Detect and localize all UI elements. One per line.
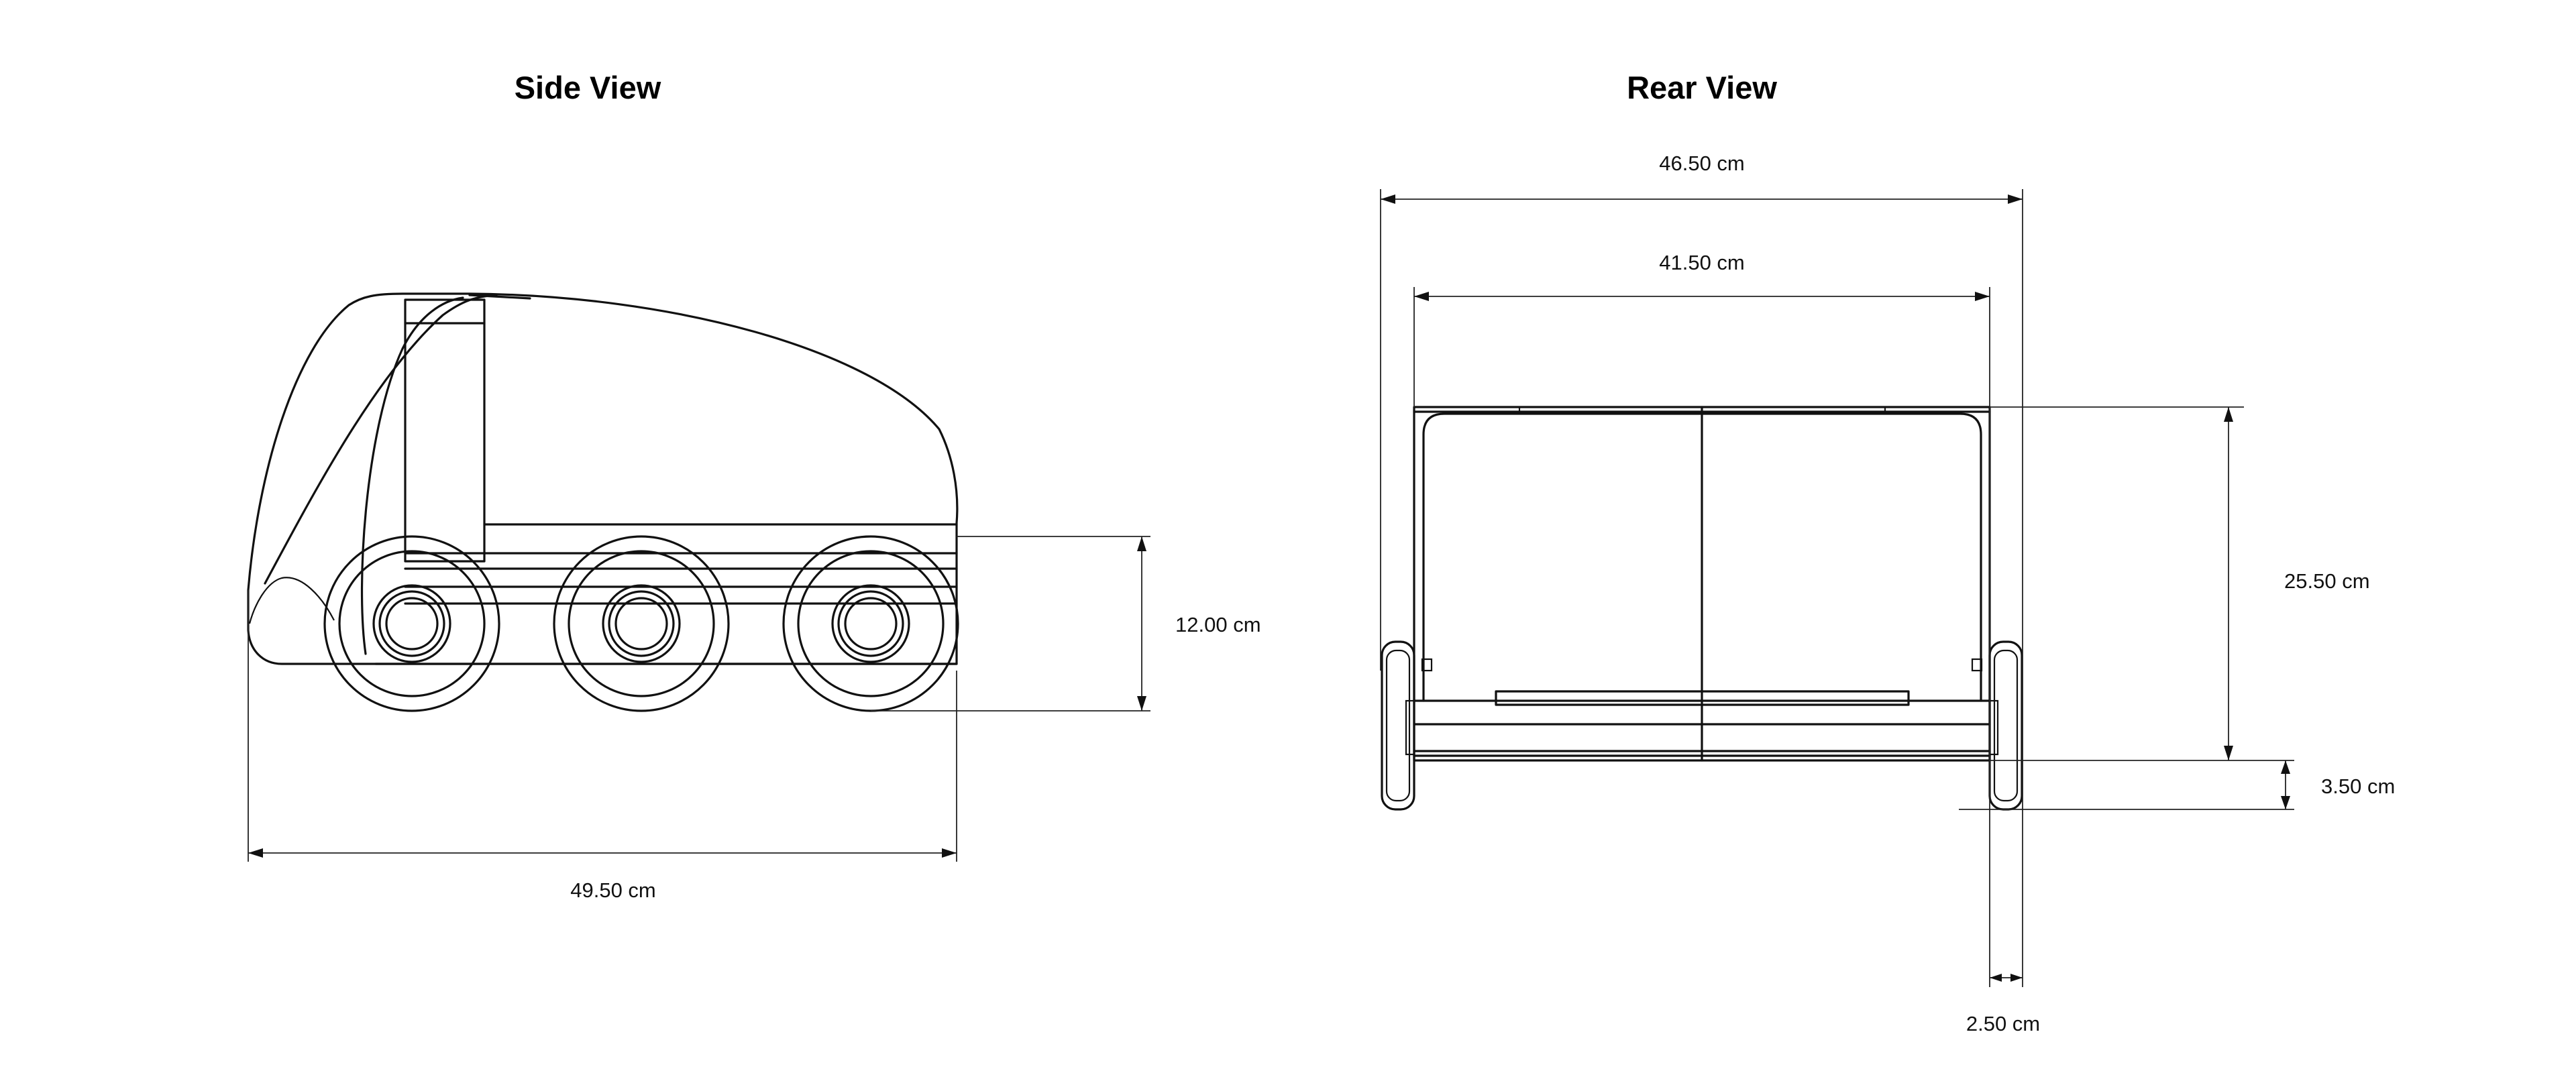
rear-view-outer-width-dimension: 46.50 cm [1380,152,2023,987]
side-view-title: Side View [515,70,661,105]
rear-view-wheel-width-dimension: 2.50 cm [1966,974,2040,1035]
rear-view-inner-width-dimension: 41.50 cm [1413,251,1990,987]
rear-view-clearance-label: 3.50 cm [2321,775,2395,798]
rear-view-body-height-label: 25.50 cm [2284,569,2370,593]
rear-view-right-wheel [1988,640,2023,811]
side-view-length-label: 49.50 cm [570,878,656,902]
side-view-wheel-1 [323,535,500,712]
rear-view-left-wheel [1381,640,1415,811]
rear-view: Rear View [1380,70,2395,1035]
rear-view-inner-width-label: 41.50 cm [1659,251,1745,274]
side-view-length-dimension: 49.50 cm [248,590,957,902]
rear-view-body-height-dimension: 25.50 cm [1990,406,2370,761]
side-view-wheel-height-dimension: 12.00 cm [871,536,1261,711]
side-view: Side View [247,70,1261,902]
rear-view-clearance-dimension: 3.50 cm [1959,760,2395,810]
side-view-wheel-2 [553,535,730,712]
rear-view-title: Rear View [1627,70,1777,105]
side-view-wheel-3 [782,535,959,712]
rear-view-body [1413,406,1991,762]
rear-view-wheel-width-label: 2.50 cm [1966,1012,2040,1035]
side-view-wheel-height-label: 12.00 cm [1175,613,1261,636]
rear-view-outer-width-label: 46.50 cm [1659,152,1745,175]
